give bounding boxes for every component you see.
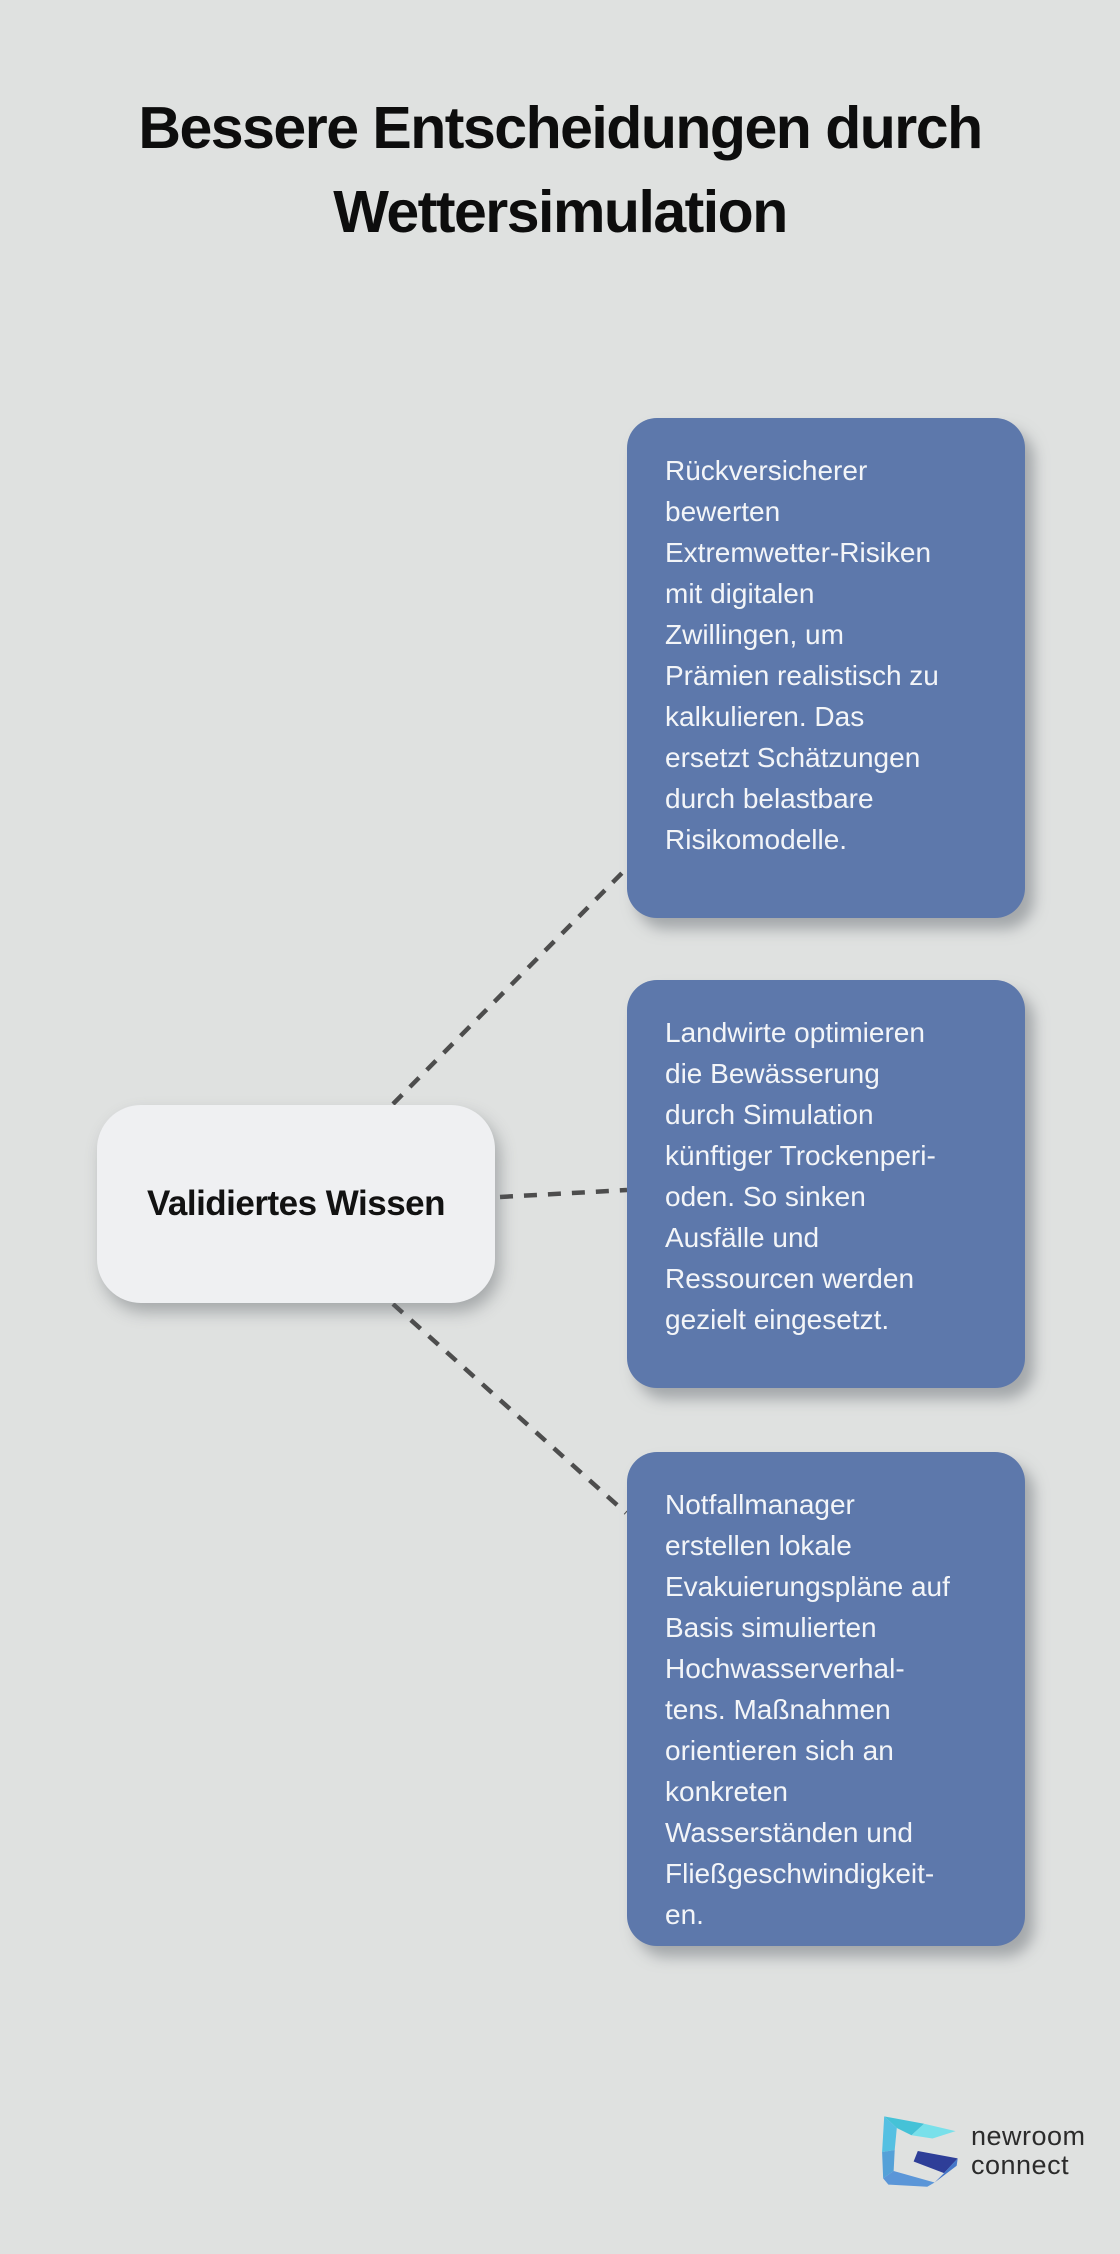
connector-line-top xyxy=(391,867,628,1106)
connector-line-bottom xyxy=(391,1302,628,1515)
info-card-farmers: Landwirte optimieren die Bewässerung dur… xyxy=(627,980,1025,1388)
brand-logo-line2: connect xyxy=(971,2150,1070,2180)
info-card-emergency-managers: Notfallmanager erstellen lokale Evakuier… xyxy=(627,1452,1025,1946)
page-title: Bessere Entscheidungen durch Wettersimul… xyxy=(138,95,983,245)
info-card-text: Rückversicherer bewerten Extremwetter-Ri… xyxy=(665,455,939,855)
center-node: Validiertes Wissen xyxy=(97,1105,495,1303)
brand-logo: newroom connect xyxy=(880,2112,1086,2188)
brand-logo-wordmark: newroom connect xyxy=(971,2122,1086,2180)
brand-logo-line1: newroom xyxy=(971,2121,1086,2151)
info-card-reinsurers: Rückversicherer bewerten Extremwetter-Ri… xyxy=(627,418,1025,918)
info-card-text: Notfallmanager erstellen lokale Evakuier… xyxy=(665,1489,950,1930)
center-node-label: Validiertes Wissen xyxy=(146,1184,446,1223)
info-card-text: Landwirte optimieren die Bewässerung dur… xyxy=(665,1017,936,1335)
newroom-connect-logo-icon xyxy=(882,2116,958,2187)
connector-line-middle xyxy=(499,1187,628,1200)
